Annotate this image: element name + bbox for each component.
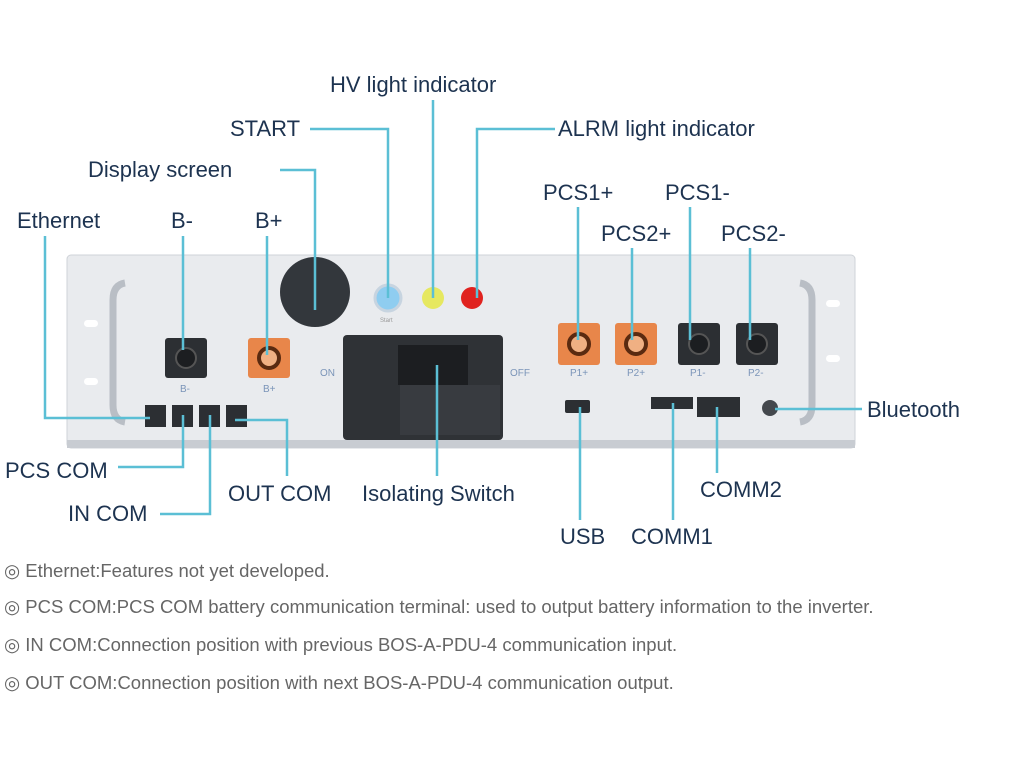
off-mark: OFF xyxy=(510,368,530,379)
comm2-port xyxy=(697,397,740,417)
label-in-com: IN COM xyxy=(68,501,148,526)
label-out-com: OUT COM xyxy=(228,481,332,506)
alrm-light xyxy=(461,287,483,309)
p1-minus-connector xyxy=(678,323,720,365)
label-comm1: COMM1 xyxy=(631,524,713,549)
p1-plus-connector xyxy=(558,323,600,365)
bluetooth-antenna xyxy=(762,400,778,416)
label-pcs2-minus: PCS2- xyxy=(721,221,786,246)
p2-minus-mark: P2- xyxy=(748,368,764,379)
p1-plus-mark: P1+ xyxy=(570,368,589,379)
label-b-minus: B- xyxy=(171,208,193,233)
label-isolating-switch: Isolating Switch xyxy=(362,481,515,506)
p2-minus-connector xyxy=(736,323,778,365)
note-pcs-com: ◎ PCS COM:PCS COM battery communication … xyxy=(4,596,874,617)
label-bluetooth: Bluetooth xyxy=(867,397,960,422)
start-mark: Start xyxy=(380,318,393,324)
p2-plus-mark: P2+ xyxy=(627,368,646,379)
note-out-com: ◎ OUT COM:Connection position with next … xyxy=(4,672,674,693)
label-pcs1-plus: PCS1+ xyxy=(543,180,614,205)
label-pcs1-minus: PCS1- xyxy=(665,180,730,205)
p2-plus-connector xyxy=(615,323,657,365)
label-display: Display screen xyxy=(88,157,233,182)
label-start: START xyxy=(230,116,301,141)
on-mark: ON xyxy=(320,368,335,379)
label-b-plus: B+ xyxy=(255,208,283,233)
label-pcs2-plus: PCS2+ xyxy=(601,221,672,246)
label-hv: HV light indicator xyxy=(330,72,497,97)
usb-port xyxy=(565,400,590,413)
b-plus-connector xyxy=(248,338,290,378)
label-pcs-com: PCS COM xyxy=(5,458,108,483)
b-minus-mark: B- xyxy=(180,384,190,395)
label-comm2: COMM2 xyxy=(700,477,782,502)
b-plus-mark: B+ xyxy=(263,384,276,395)
label-ethernet: Ethernet xyxy=(17,208,101,233)
right-handle xyxy=(799,279,816,426)
isolating-switch xyxy=(343,335,503,440)
left-handle xyxy=(109,279,126,426)
b-minus-connector xyxy=(165,338,207,378)
label-usb: USB xyxy=(560,524,606,549)
note-ethernet: ◎ Ethernet:Features not yet developed. xyxy=(4,560,330,581)
note-in-com: ◎ IN COM:Connection position with previo… xyxy=(4,634,678,655)
label-alrm: ALRM light indicator xyxy=(558,116,755,141)
p1-minus-mark: P1- xyxy=(690,368,706,379)
leader-lines xyxy=(43,100,862,520)
